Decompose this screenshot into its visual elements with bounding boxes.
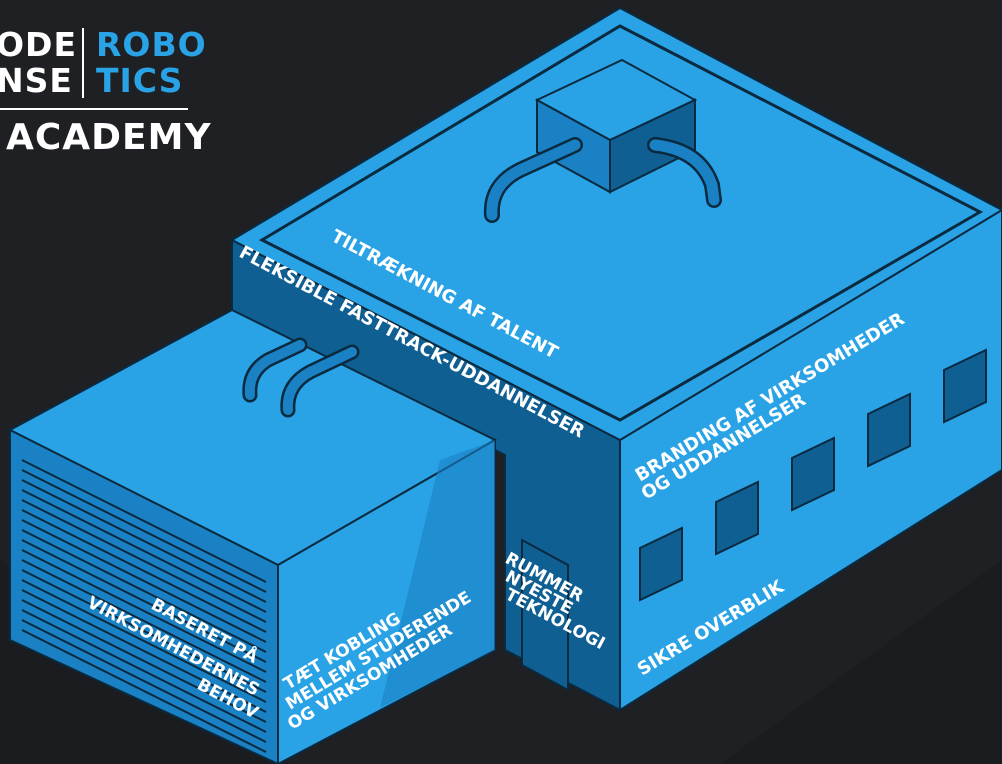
logo-divider — [82, 28, 84, 98]
logo-text-robo: ROBO — [96, 25, 207, 64]
window — [791, 436, 835, 512]
garage-slat — [21, 579, 267, 703]
garage-slat — [21, 489, 267, 613]
garage-slat — [21, 499, 267, 623]
logo: ODE NSE ROBO TICS ACADEMY — [0, 24, 211, 164]
garage-slat — [21, 519, 267, 643]
garage-slat — [21, 529, 267, 653]
garage-slat — [21, 599, 267, 723]
garage-slat — [21, 619, 267, 743]
annex-pipe — [244, 340, 305, 400]
ground-shadow — [0, 560, 1002, 764]
garage-slat — [21, 539, 267, 663]
garage-slat — [21, 609, 267, 733]
window — [715, 480, 759, 556]
logo-text-tics: TICS — [96, 61, 184, 100]
roof-pipe-left — [486, 139, 581, 221]
garage-slat — [21, 629, 267, 753]
annex-right-shade — [380, 440, 495, 708]
roof-parapet — [258, 24, 984, 422]
main-building-roof — [229, 6, 1002, 442]
garage-slat — [21, 559, 267, 683]
garage-slat — [21, 479, 267, 603]
annex-pipe — [282, 347, 357, 415]
window — [943, 348, 987, 424]
logo-text-ode: ODE — [0, 25, 77, 64]
annex-garage-wall — [9, 428, 279, 764]
logo-text-nse: NSE — [0, 61, 73, 100]
roof-pipe-right — [649, 139, 720, 206]
garage-door-slats — [21, 459, 267, 753]
window — [867, 392, 911, 468]
garage-slat — [21, 569, 267, 693]
window — [639, 526, 683, 602]
windows — [639, 348, 987, 602]
garage-slat — [21, 589, 267, 713]
garage-slat — [21, 469, 267, 593]
logo-text-academy: ACADEMY — [6, 117, 212, 158]
garage-slat — [21, 509, 267, 633]
garage-slat — [21, 459, 267, 583]
logo-underline — [0, 108, 188, 110]
garage-slat — [21, 549, 267, 673]
entrance-door — [521, 538, 569, 692]
